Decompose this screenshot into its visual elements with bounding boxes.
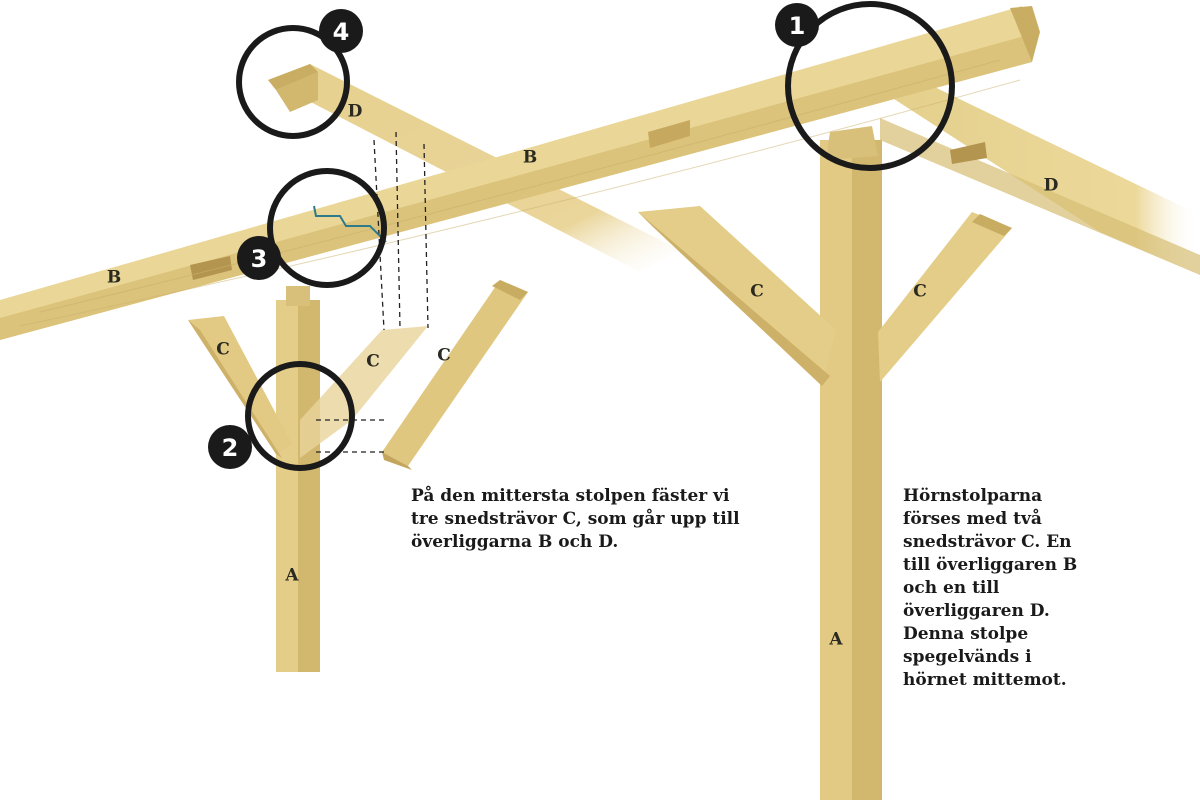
brace-c-corner-left [638,206,836,386]
brace-c-left [188,316,292,458]
label-c-corner-left: C [750,282,764,302]
brace-c-corner-right [878,212,1012,382]
brace-c-loose-middle [300,326,428,458]
joint-profile-line [313,205,387,243]
badge-3-number: 3 [251,245,268,273]
caption-middle-post: På den mittersta stolpen fäster vi tre s… [411,486,740,552]
label-b-left: B [107,268,121,288]
badge-2-number: 2 [222,434,239,462]
badge-1-number: 1 [789,12,806,40]
middle-post-a [276,286,320,672]
caption-corner-post: Hörnstolparna förses med två snedsträvor… [903,486,1078,690]
label-d-left: D [348,102,363,122]
cross-beam-d-right [880,80,1200,275]
corner-post-a [820,126,882,800]
label-a-middle: A [284,566,299,586]
detail-circles [236,1,955,471]
assembly-guides [316,131,429,453]
badge-3: 3 [237,236,281,280]
label-b-center: B [523,148,537,168]
label-c-loose-middle: C [366,352,380,372]
badge-4: 4 [319,9,363,53]
detail-circle-4 [236,25,350,139]
detail-circle-2 [245,361,355,471]
badge-4-number: 4 [333,18,350,46]
badge-2: 2 [208,425,252,469]
brace-c-loose-right [382,280,528,470]
label-d-right: D [1044,176,1059,196]
label-a-corner: A [828,630,843,650]
detail-circle-3 [267,168,387,288]
badge-1: 1 [775,3,819,47]
label-c-corner-right: C [913,282,927,302]
label-c-loose-right: C [437,346,451,366]
detail-circle-1 [785,1,955,171]
label-c-middle-left: C [216,340,230,360]
